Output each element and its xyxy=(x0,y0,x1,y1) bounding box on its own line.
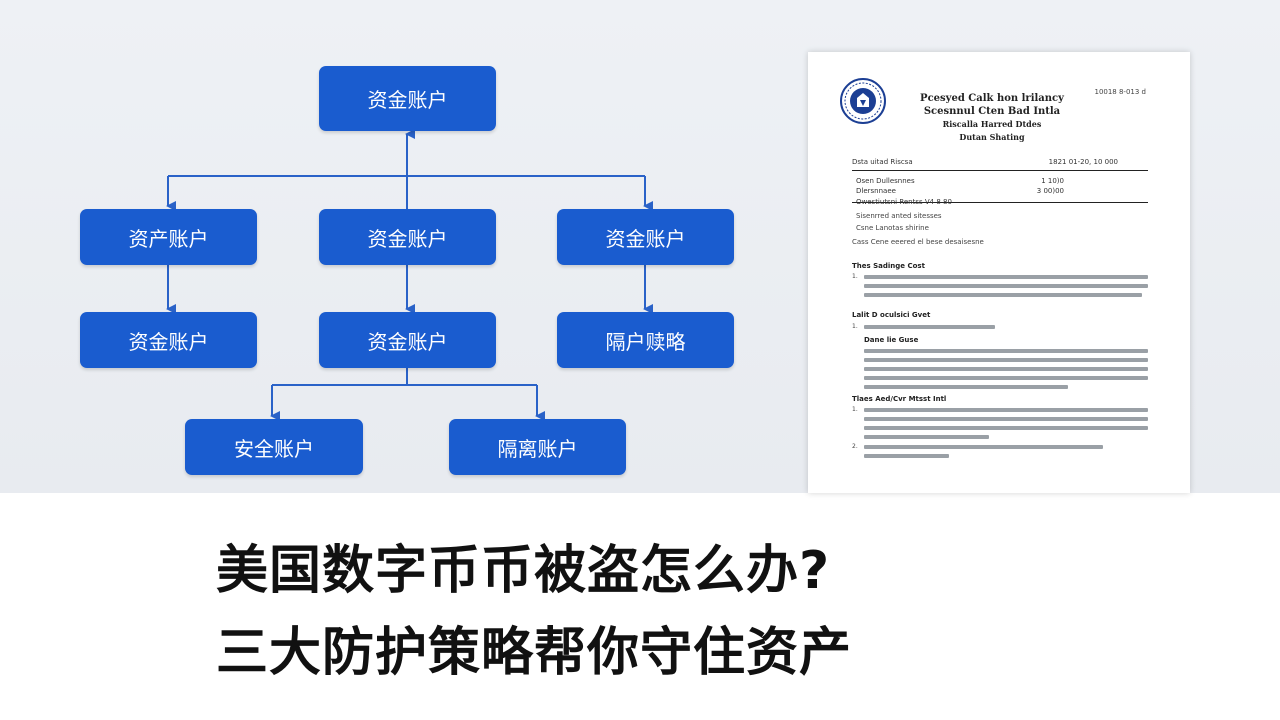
paragraph: 1. xyxy=(852,323,1148,334)
node-level3-left-label: 资金账户 xyxy=(128,329,209,354)
document-line: Cass Cene eeered el bese desaisesne xyxy=(852,238,984,246)
paragraph-number: 2. xyxy=(852,443,858,450)
meta-row-label: Dlersnnaee xyxy=(856,187,896,195)
paragraph: 1. xyxy=(852,406,1148,444)
headline-background xyxy=(0,493,1280,720)
meta-row: Owestiutsni Rentss V4 8 80 xyxy=(856,198,1146,206)
node-level2-left: 资产账户 xyxy=(80,209,257,265)
document-page: Pcesyed Calk hon lrilancy Scesnnul Cten … xyxy=(808,52,1190,493)
paragraph-number: 1. xyxy=(852,323,858,330)
paragraph: 2. xyxy=(852,443,1148,463)
node-level3-left: 资金账户 xyxy=(80,312,257,368)
node-level2-mid: 资金账户 xyxy=(319,209,496,265)
node-level4-right-label: 隔离账户 xyxy=(497,436,578,461)
headline-line-2: 三大防护策略帮你守住资产 xyxy=(216,623,853,683)
meta-row-label: Owestiutsni Rentss V4 8 80 xyxy=(856,198,952,206)
document-ref: 10018 8-013 d xyxy=(1094,88,1146,96)
paragraph xyxy=(864,349,1148,394)
document-rule xyxy=(852,202,1148,203)
document-title-line: Scesnnul Cten Bad Intla xyxy=(923,106,1061,117)
node-root: 资金账户 xyxy=(319,66,496,131)
node-level2-left-label: 资产账户 xyxy=(128,226,209,251)
meta-row-value: 1 10)0 xyxy=(1041,177,1064,185)
document-line: Csne Lanotas shirine xyxy=(856,224,929,232)
section-heading: Thes Sadinge Cost xyxy=(852,262,925,270)
node-level3-right: 隔户赎略 xyxy=(557,312,734,368)
meta-head-right: 1821 01-20, 10 000 xyxy=(1048,158,1118,166)
node-level2-mid-label: 资金账户 xyxy=(367,226,448,251)
section-heading: Lalit D oculsici Gvet xyxy=(852,311,931,319)
section-heading: Tlaes Aed/Cvr Mtsst Intl xyxy=(852,395,947,403)
node-root-label: 资金账户 xyxy=(367,88,448,112)
node-level3-mid-label: 资金账户 xyxy=(367,329,448,354)
meta-row-value: 3 00)00 xyxy=(1036,187,1064,195)
node-level4-left-label: 安全账户 xyxy=(234,436,314,461)
document-line: Sisenrred anted sitesses xyxy=(856,212,942,220)
meta-row-label: Osen Dullesnnes xyxy=(856,177,915,185)
meta-row: Osen Dullesnnes 1 10)0 xyxy=(856,177,1146,185)
node-level3-mid: 资金账户 xyxy=(319,312,496,368)
paragraph-number: 1. xyxy=(852,273,858,280)
node-level3-right-label: 隔户赎略 xyxy=(605,329,686,354)
document-meta-head: Dsta uitad Riscsa 1821 01-20, 10 000 xyxy=(852,158,1148,166)
document-title: Pcesyed Calk hon lrilancy Scesnnul Cten … xyxy=(902,92,1082,144)
meta-head-left: Dsta uitad Riscsa xyxy=(852,158,913,166)
seal-icon xyxy=(840,78,886,124)
document-title-line: Dutan Shating xyxy=(959,132,1025,142)
document-title-line: Pcesyed Calk hon lrilancy xyxy=(920,93,1064,104)
paragraph-number: 1. xyxy=(852,406,858,413)
document-rule xyxy=(852,170,1148,171)
paragraph: 1. xyxy=(852,273,1148,302)
section-heading: Dane lie Guse xyxy=(864,336,919,344)
node-level2-right-label: 资金账户 xyxy=(605,226,686,251)
headline-line-1: 美国数字币币被盗怎么办? xyxy=(216,541,831,601)
meta-row: Dlersnnaee 3 00)00 xyxy=(856,187,1146,195)
document-title-line: Riscalla Harred Dtdes xyxy=(942,119,1042,129)
node-level4-left: 安全账户 xyxy=(185,419,363,475)
node-level4-right: 隔离账户 xyxy=(449,419,626,475)
node-level2-right: 资金账户 xyxy=(557,209,734,265)
